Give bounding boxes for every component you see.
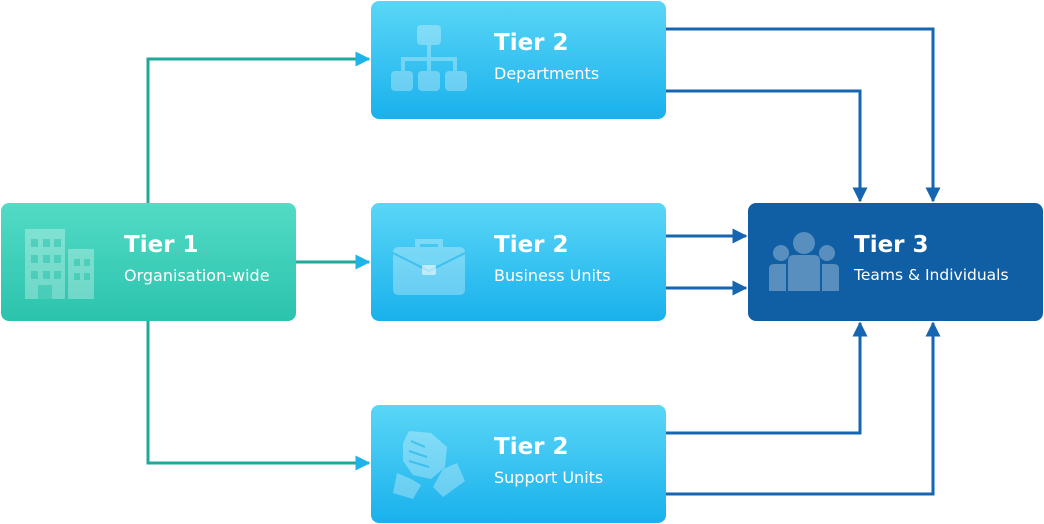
office-buildings-icon — [21, 225, 97, 301]
briefcase-icon — [391, 225, 467, 301]
tier2-support-units-title: Tier 2 — [494, 434, 569, 460]
tier2-support-units-box: Tier 2 Support Units — [371, 405, 666, 523]
tier2-support-units-subtitle: Support Units — [494, 468, 604, 487]
tier1-title: Tier 1 — [124, 232, 199, 258]
org-chart-icon — [391, 23, 467, 99]
arrow-tier1-to-departments — [146, 51, 371, 203]
tier2-departments-subtitle: Departments — [494, 64, 600, 83]
tier3-subtitle: Teams & Individuals — [854, 266, 1009, 284]
tier2-departments-title: Tier 2 — [494, 30, 569, 56]
tier1-box: Tier 1 Organisation-wide — [1, 203, 296, 321]
tier3-box: Tier 3 Teams & Individuals — [748, 203, 1043, 321]
tier2-business-units-subtitle: Business Units — [494, 266, 611, 285]
arrow-tier1-to-support-units — [146, 321, 371, 471]
arrow-departments-to-tier3-inner — [666, 89, 868, 203]
tier3-title: Tier 3 — [854, 232, 929, 258]
arrow-support-units-to-tier3-inner — [666, 321, 868, 435]
arrow-support-units-to-tier3-outer — [666, 321, 941, 496]
people-group-icon — [766, 225, 842, 301]
tier1-subtitle: Organisation-wide — [124, 266, 270, 285]
handshake-icon — [391, 427, 467, 503]
tier2-business-units-title: Tier 2 — [494, 232, 569, 258]
arrow-departments-to-tier3-outer — [666, 27, 941, 203]
tier2-departments-box: Tier 2 Departments — [371, 1, 666, 119]
tier2-business-units-box: Tier 2 Business Units — [371, 203, 666, 321]
